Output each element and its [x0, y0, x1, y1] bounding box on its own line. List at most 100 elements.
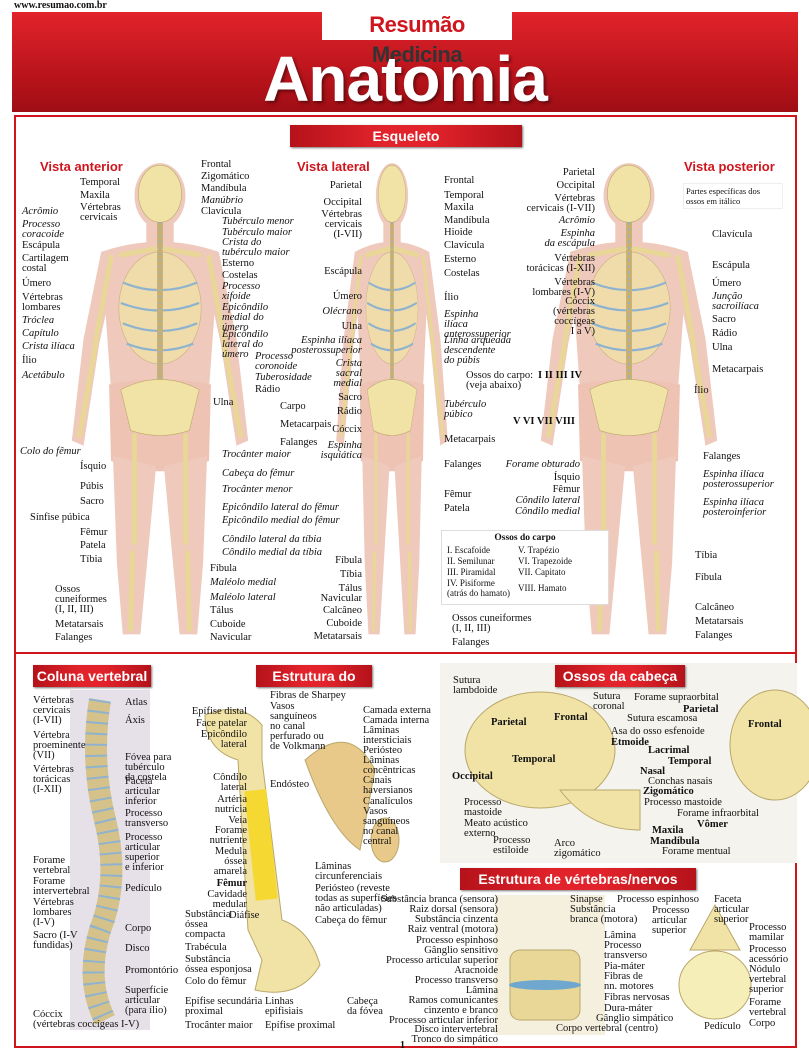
vertebra-top-image — [678, 950, 752, 1020]
anatomy-label: Vasos sanguíneos no canal central — [363, 806, 410, 847]
anatomy-label: Ísquio — [80, 461, 107, 472]
anatomy-label: Canalículos — [363, 796, 413, 807]
label: Vômer — [697, 819, 728, 830]
section-cabeca: Ossos da cabeça — [555, 665, 685, 687]
anatomy-label: Maléolo lateral — [210, 592, 276, 603]
anatomy-label: Medula óssea amarela — [213, 846, 247, 877]
anatomy-label: Fêmur — [552, 484, 580, 495]
anatomy-label: Substância óssea esponjosa — [185, 954, 252, 975]
section-osso: Estrutura do osso — [256, 665, 372, 706]
anatomy-label: Espinha da escápula — [544, 228, 595, 249]
anatomy-label: Fibras nervosas — [604, 992, 670, 1003]
anatomy-label: Úmero — [712, 278, 742, 289]
anatomy-label: Tubérculo menor — [222, 216, 294, 227]
anatomy-label: Esterno — [222, 258, 255, 269]
anatomy-label: Navicular — [320, 593, 362, 604]
anatomy-label: Processo coracoide — [22, 219, 64, 240]
label: Forame supraorbital — [634, 692, 719, 703]
anatomy-label: Crista sacral medial — [333, 358, 362, 389]
anatomy-label: Corpo — [125, 923, 152, 934]
anatomy-label: Processo articular superior — [386, 955, 498, 966]
anatomy-label: Mandíbula — [444, 215, 490, 226]
anatomy-label: Processo mamilar — [749, 922, 787, 943]
label: Faceta articular superior — [714, 894, 749, 925]
anatomy-label: Cuboide — [210, 619, 246, 630]
anatomy-label: Processo transverso — [604, 940, 648, 961]
carpal-item: VI. Trapezoide — [518, 556, 572, 566]
anatomy-label: Pedículo — [125, 883, 162, 894]
anatomy-label: Epicôndilo lateral — [200, 729, 247, 750]
anatomy-label: Forame obturado — [505, 459, 580, 470]
anatomy-label: Tubérculo maior — [222, 227, 292, 238]
label: Lacrimal — [648, 745, 690, 756]
label: Parietal — [491, 717, 527, 728]
anatomy-label: Vértebras lombares (I-V) — [532, 277, 595, 298]
anatomy-label: Forame nutriente — [209, 825, 247, 846]
anatomy-label: Colo do fêmur — [185, 976, 247, 987]
anatomy-label: Substância óssea compacta — [185, 909, 231, 940]
skull-lateral — [464, 691, 616, 809]
anatomy-label: Fêmur — [216, 878, 247, 889]
anatomy-label: Tronco do simpático — [411, 1034, 498, 1045]
label-ulna: Ulna — [213, 397, 234, 408]
view-anterior-title: Vista anterior — [40, 159, 123, 174]
anatomy-label: Processo transverso — [414, 975, 498, 986]
anatomy-label: Aracnoide — [454, 965, 498, 976]
anatomy-label: Vasos sanguíneos no canal perfurado ou d… — [270, 701, 326, 752]
label: Occipital — [452, 771, 493, 782]
view-lateral-title: Vista lateral — [297, 159, 370, 174]
label: Forame infraorbital — [677, 808, 759, 819]
anatomy-label: Faceta articular inferior — [125, 776, 160, 807]
anatomy-label: Metacarpais — [712, 364, 764, 375]
italic-note: Partes específicas dos ossos em itálico — [683, 183, 783, 209]
brand-part2: Medicina — [371, 42, 463, 67]
carpal-item: III. Piramidal — [447, 567, 496, 577]
anatomy-label: Temporal — [80, 177, 121, 188]
anatomy-label: Canais haversianos — [363, 775, 413, 796]
anatomy-label: Face patelar — [195, 718, 247, 729]
anatomy-label: Úmero — [332, 291, 362, 302]
label: Arco zigomático — [554, 838, 601, 859]
anatomy-label: Navicular — [210, 632, 252, 643]
anatomy-label: Disco intervertebral — [414, 1024, 498, 1035]
anatomy-label: Tálus — [210, 605, 234, 616]
page-number: 1 — [400, 1040, 405, 1051]
anatomy-label: Côndilo lateral — [213, 772, 247, 793]
anatomy-label: Trocânter maior — [222, 449, 291, 460]
anatomy-label: Epicôndilo medial do úmero — [222, 302, 269, 333]
anatomy-label: Vértebras lombares — [22, 292, 63, 313]
anatomy-label: Maxila — [80, 190, 110, 201]
label: Gânglio simpático — [596, 1013, 674, 1024]
anatomy-label: Lâminas concêntricas — [363, 755, 416, 776]
label-carpo-numerals-top: I II III IV — [538, 370, 583, 381]
anatomy-label: Crista do tubérculo maior — [222, 237, 290, 258]
anatomy-label: Manúbrio — [201, 195, 243, 206]
anatomy-label: Metatarsais — [695, 616, 744, 627]
label-diafise: Diáfise — [229, 910, 260, 921]
anatomy-label: Sinapse — [570, 894, 603, 905]
content-frame — [14, 115, 797, 1048]
carpal-bones-box: Ossos do carpo I. Escafoide II. Semiluna… — [441, 530, 609, 605]
carpal-item: II. Semilunar — [447, 556, 495, 566]
anatomy-label: Substância cinzenta — [414, 914, 498, 925]
anatomy-label: Epífise proximal — [265, 1020, 336, 1031]
skull-frontal — [729, 689, 809, 801]
anatomy-label: Ílio — [444, 292, 459, 303]
anatomy-label: Rádio — [712, 328, 738, 339]
anatomy-label: Côndilo medial — [514, 506, 580, 517]
anatomy-label: Parietal — [329, 180, 362, 191]
label: Corpo vertebral (centro) — [556, 1023, 659, 1034]
bone-tissue-section — [304, 741, 376, 851]
anatomy-label: Fibras de Sharpey — [270, 690, 346, 701]
label: Sutura lambdoide — [453, 675, 498, 696]
anatomy-label: Ísquio — [553, 472, 580, 483]
anatomy-label: Metacarpais — [444, 434, 496, 445]
anatomy-label: Costelas — [444, 268, 480, 279]
label: Processo estiloide — [493, 835, 531, 856]
label-carpo-numerals-bottom: V VI VII VIII — [513, 416, 575, 427]
label: Frontal — [748, 719, 782, 730]
anatomy-label: Disco — [125, 943, 150, 954]
anatomy-label: Vértebras lombares (I-V) — [33, 897, 74, 928]
anatomy-label: Temporal — [444, 190, 485, 201]
